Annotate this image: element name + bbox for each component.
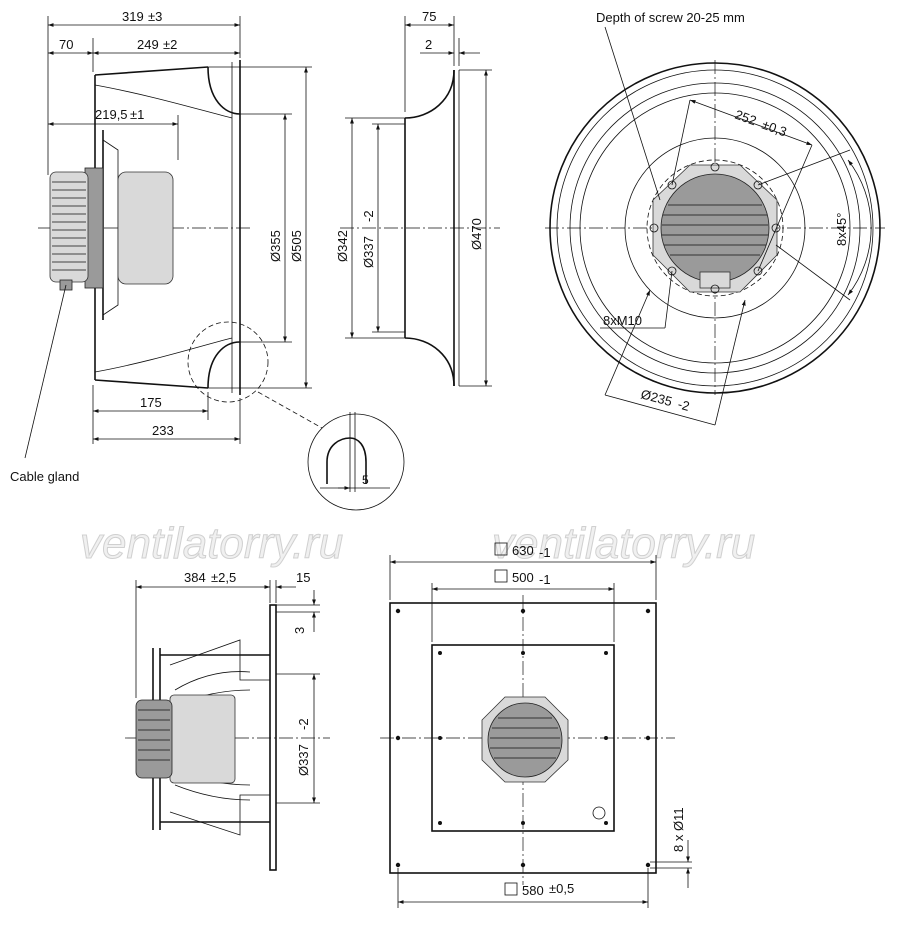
dim-249: 249: [137, 37, 159, 52]
watermarks: ventilatorry.ru ventilatorry.ru: [80, 519, 756, 569]
outer-plate: [389, 602, 657, 874]
dim-342: Ø342: [335, 230, 350, 262]
dim-337-plate-tol: -2: [296, 718, 311, 730]
plate-side-motor: [169, 694, 236, 784]
dim-3: 3: [292, 627, 307, 634]
dim-2: 2: [425, 37, 432, 52]
dim-219: 219,5: [95, 107, 128, 122]
plate-top-view: 630 -1 500 -1 580 ±0,5 8 x Ø11: [380, 542, 692, 908]
nozzle-view: 75 2 Ø342 Ø337 -2 Ø470 5: [307, 9, 500, 511]
dim-580-tol: ±0,5: [549, 881, 574, 896]
plate-holes: [395, 608, 651, 868]
motor-terminal: [699, 271, 731, 289]
side-view: 319 ±3 70 249 ±2 219,5 ±1 175 233 Ø355 Ø…: [10, 9, 323, 484]
dim-252: 252: [733, 107, 759, 129]
watermark-right: ventilatorry.ru: [492, 519, 755, 568]
dim-580: 580: [522, 883, 544, 898]
thread-8xM10: 8xM10: [603, 313, 642, 328]
dim-5: 5: [362, 473, 369, 487]
dim-355: Ø355: [268, 230, 283, 262]
mounting-plate-edge: [269, 604, 277, 871]
angle-8x45: 8x45°: [834, 213, 849, 246]
dim-337-nozzle: Ø337: [361, 236, 376, 268]
dim-384: 384: [184, 570, 206, 585]
motor-body: [117, 171, 174, 285]
inner-plate: [431, 644, 615, 832]
detail-bubble: 5: [307, 412, 405, 511]
dim-175: 175: [140, 395, 162, 410]
dim-630: 630: [512, 543, 534, 558]
dim-384-tol: ±2,5: [211, 570, 236, 585]
dim-8x11: 8 x Ø11: [671, 807, 686, 852]
cable-gland-label: Cable gland: [10, 469, 79, 484]
motor-fins: [660, 173, 770, 283]
bolt-holes: [649, 162, 781, 294]
dim-70: 70: [59, 37, 73, 52]
watermark-left: ventilatorry.ru: [80, 519, 343, 568]
dim-75: 75: [422, 9, 436, 24]
dim-470: Ø470: [469, 218, 484, 250]
screw-depth-label: Depth of screw 20-25 mm: [596, 10, 745, 25]
front-view: Depth of screw 20-25 mm 252 ±0,3 8x45° 8…: [545, 10, 885, 426]
dim-337-plate: Ø337: [296, 744, 311, 776]
top-cable-gland: [592, 806, 606, 820]
dim-233: 233: [152, 423, 174, 438]
dim-249-tol: ±2: [163, 37, 177, 52]
dim-15: 15: [296, 570, 310, 585]
plate-side-view: 384 ±2,5 15 3 Ø337 -2: [125, 570, 330, 871]
dim-219-tol: ±1: [130, 107, 144, 122]
top-motor-fins: [487, 702, 563, 778]
dim-319-tol: ±3: [148, 9, 162, 24]
dim-235-tol: -2: [676, 396, 691, 413]
dim-319: 319: [122, 9, 144, 24]
dim-337-nozzle-tol: -2: [361, 210, 376, 222]
dim-500-tol: -1: [539, 572, 551, 587]
dim-630-tol: -1: [539, 545, 551, 560]
dim-505: Ø505: [289, 230, 304, 262]
dim-500: 500: [512, 570, 534, 585]
electronics-housing: [49, 171, 89, 283]
plate-side-electronics: [135, 699, 173, 779]
dim-252-tol: ±0,3: [760, 117, 789, 140]
